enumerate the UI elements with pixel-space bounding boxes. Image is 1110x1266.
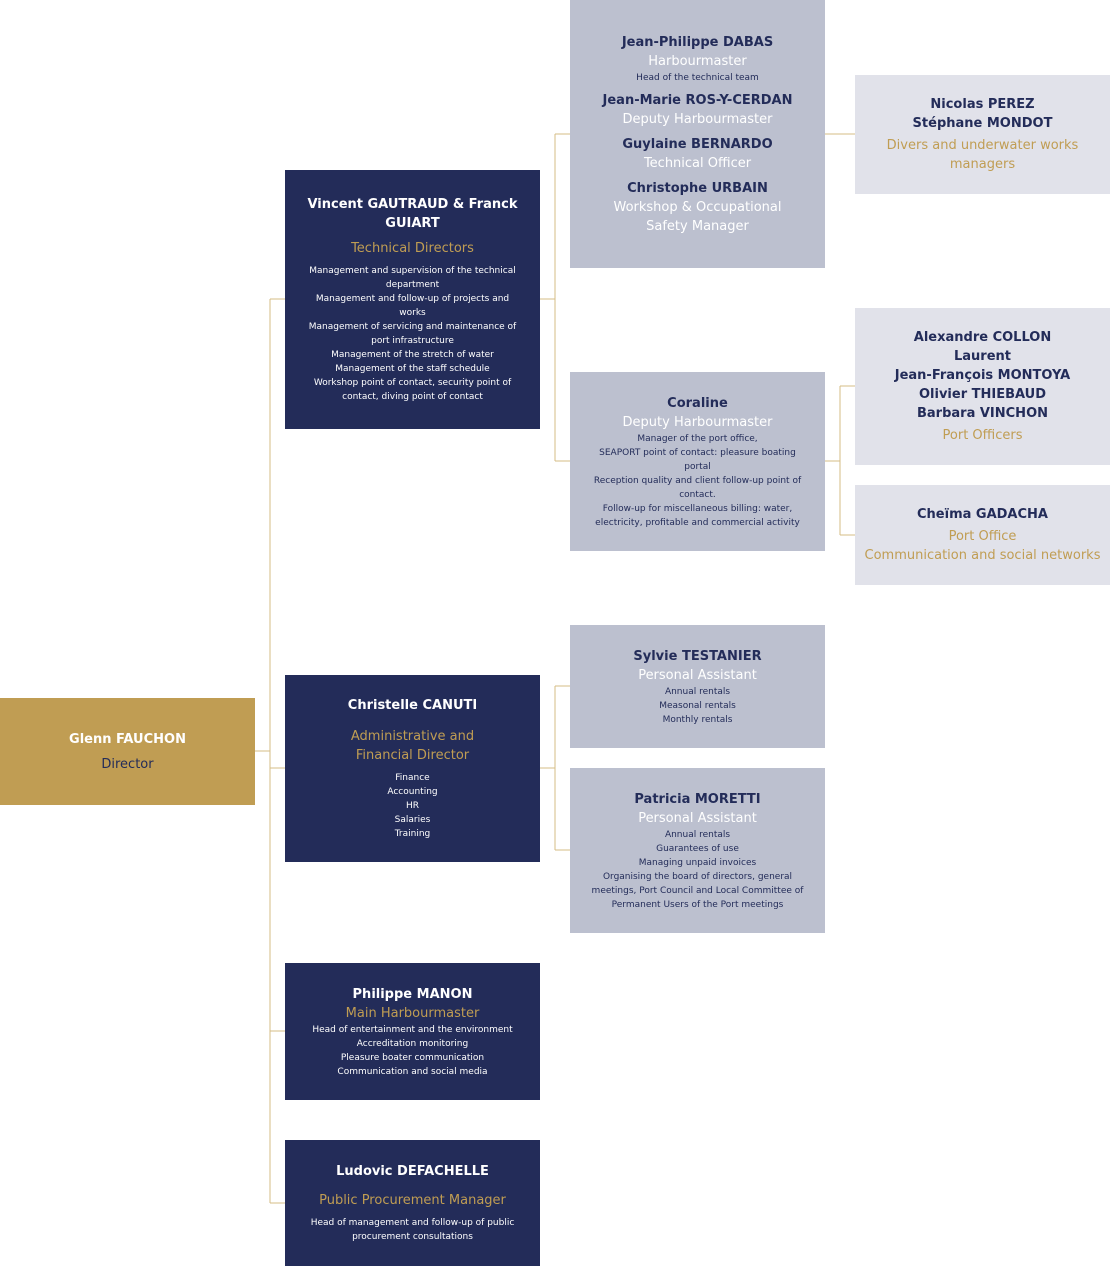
technical-directors-role: Technical Directors xyxy=(351,241,474,256)
coraline-box: Coraline Deputy Harbourmaster Manager of… xyxy=(570,372,825,551)
assistant-name: Sylvie TESTANIER xyxy=(633,648,762,664)
director-role: Director xyxy=(101,756,154,772)
procurement-manager-box: Ludovic DEFACHELLE Public Procurement Ma… xyxy=(285,1140,540,1266)
port-officers-box: Alexandre COLLON Laurent Jean-François M… xyxy=(855,308,1110,465)
member-name: Guylaine BERNARDO xyxy=(622,136,773,152)
coraline-duty: Manager of the port office, xyxy=(637,433,758,444)
technical-directors-name: Vincent GAUTRAUD & Franck GUIART xyxy=(307,197,518,231)
officer-name: Barbara VINCHON xyxy=(916,406,1048,421)
officer-name: Laurent xyxy=(953,349,1011,364)
coraline-name: Coraline xyxy=(667,395,728,411)
diver-name: Stéphane MONDOT xyxy=(912,116,1053,131)
officer-name: Alexandre COLLON xyxy=(913,330,1052,345)
technical-duty: Workshop point of contact, security poin… xyxy=(313,378,512,402)
member-role: Workshop & Occupational Safety Manager xyxy=(613,199,782,234)
admin-duty: Training xyxy=(394,829,431,839)
assistant-duty: Managing unpaid invoices xyxy=(638,857,757,868)
admin-duty: Salaries xyxy=(394,815,431,825)
technical-directors-box: Vincent GAUTRAUD & Franck GUIART Technic… xyxy=(285,170,540,429)
assistant-role: Personal Assistant xyxy=(638,810,757,826)
admin-director-name: Christelle CANUTI xyxy=(347,698,478,713)
main-harbourmaster-duty: Pleasure boater communication xyxy=(340,1052,485,1063)
main-harbourmaster-duty: Accreditation monitoring xyxy=(356,1038,469,1049)
admin-duty: Finance xyxy=(395,773,430,783)
procurement-manager-name: Ludovic DEFACHELLE xyxy=(336,1164,489,1179)
procurement-manager-role: Public Procurement Manager xyxy=(319,1193,506,1208)
procurement-duty: Head of management and follow-up of publ… xyxy=(310,1218,515,1242)
assistant-duty: Measonal rentals xyxy=(659,700,736,711)
assistant-name: Patricia MORETTI xyxy=(634,791,761,807)
main-harbourmaster-role: Main Harbourmaster xyxy=(345,1005,480,1021)
main-harbourmaster-name: Philippe MANON xyxy=(352,986,473,1002)
member-note: Head of the technical team xyxy=(636,72,759,83)
assistant-duty: Monthly rentals xyxy=(662,714,733,725)
technical-duty: Management of servicing and maintenance … xyxy=(308,322,517,346)
director-name: Glenn FAUCHON xyxy=(69,731,186,747)
officer-name: Jean-François MONTOYA xyxy=(894,368,1071,383)
coraline-duty: Follow-up for miscellaneous billing: wat… xyxy=(595,503,800,528)
member-name: Christophe URBAIN xyxy=(627,180,768,196)
main-harbourmaster-duty: Communication and social media xyxy=(337,1066,488,1077)
main-harbourmaster-box: Philippe MANON Main Harbourmaster Head o… xyxy=(285,963,540,1100)
port-office-box: Cheïma GADACHA Port Office Communication… xyxy=(855,485,1110,585)
assistant-patricia-box: Patricia MORETTI Personal Assistant Annu… xyxy=(570,768,825,933)
admin-director-role: Administrative and Financial Director xyxy=(350,729,475,763)
divers-role: Divers and underwater works managers xyxy=(886,138,1079,172)
assistant-sylvie-box: Sylvie TESTANIER Personal Assistant Annu… xyxy=(570,625,825,748)
assistant-duty: Guarantees of use xyxy=(656,843,739,854)
officer-name: Olivier THIEBAUD xyxy=(918,387,1047,402)
admin-director-box: Christelle CANUTI Administrative and Fin… xyxy=(285,675,540,862)
assistant-duty: Annual rentals xyxy=(664,829,731,840)
member-name: Jean-Marie ROS-Y-CERDAN xyxy=(602,92,793,108)
main-harbourmaster-duty: Head of entertainment and the environmen… xyxy=(312,1024,513,1035)
admin-duty: HR xyxy=(405,801,420,811)
port-officers-role: Port Officers xyxy=(942,428,1023,443)
admin-duty: Accounting xyxy=(387,787,438,797)
assistant-duty: Organising the board of directors, gener… xyxy=(591,871,804,910)
assistant-duty: Annual rentals xyxy=(664,686,731,697)
coraline-role: Deputy Harbourmaster xyxy=(622,414,773,430)
member-role: Harbourmaster xyxy=(648,53,747,69)
member-role: Deputy Harbourmaster xyxy=(622,111,773,127)
coraline-duty: Reception quality and client follow-up p… xyxy=(593,475,802,500)
harbour-team-box: Jean-Philippe DABAS Harbourmaster Head o… xyxy=(570,0,825,268)
port-office-name: Cheïma GADACHA xyxy=(917,507,1048,522)
technical-duty: Management of the staff schedule xyxy=(335,364,490,374)
assistant-role: Personal Assistant xyxy=(638,667,757,683)
technical-duty: Management of the stretch of water xyxy=(331,350,494,360)
port-office-role: Port Office xyxy=(948,529,1017,544)
member-role: Technical Officer xyxy=(643,155,752,171)
diver-name: Nicolas PEREZ xyxy=(930,97,1035,112)
technical-duty: Management and supervision of the techni… xyxy=(309,266,516,290)
port-office-subrole: Communication and social networks xyxy=(864,548,1101,563)
technical-duty: Management and follow-up of projects and… xyxy=(315,294,510,318)
coraline-duty: SEAPORT point of contact: pleasure boati… xyxy=(599,447,796,472)
divers-box: Nicolas PEREZ Stéphane MONDOT Divers and… xyxy=(855,75,1110,194)
director-box: Glenn FAUCHON Director xyxy=(0,698,255,805)
member-name: Jean-Philippe DABAS xyxy=(621,34,774,50)
